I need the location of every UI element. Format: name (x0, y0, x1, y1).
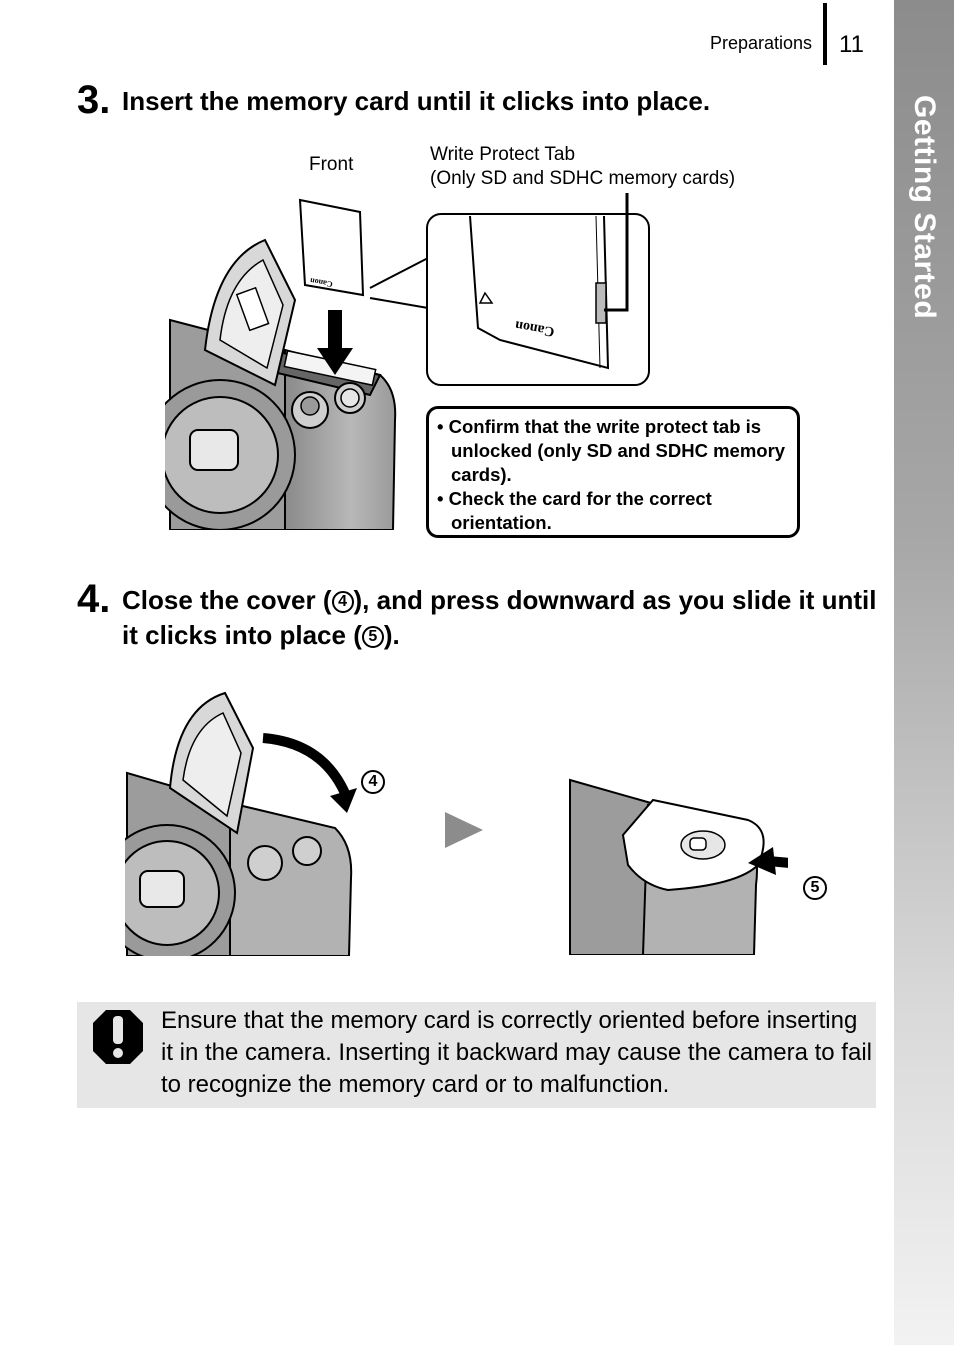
note-item: Check the card for the correct orientati… (437, 487, 791, 535)
step-4-marker-cover: 4 (331, 591, 354, 613)
step-4-slide-cover-illustration (569, 778, 788, 955)
step-3-card-brand: Canon (309, 276, 333, 289)
side-tab-label: Getting Started (908, 95, 941, 320)
step-4-title-part3: ). (383, 620, 400, 650)
write-protect-detail-illustration: Canon (369, 193, 650, 386)
step-4-close-cover-illustration (125, 691, 357, 956)
sequence-arrow-icon (445, 812, 483, 848)
write-protect-label: Write Protect Tab (Only SD and SDHC memo… (430, 143, 735, 191)
step-3-title: Insert the memory card until it clicks i… (122, 86, 711, 116)
step-3-notes-list: Confirm that the write protect tab is un… (437, 415, 791, 535)
step-4-title-part2: ), and press downward as you slide it un… (122, 585, 877, 650)
front-label: Front (309, 154, 354, 175)
step-3-number: 3. (77, 78, 111, 122)
step-4-marker-slide: 5 (361, 626, 384, 648)
header-section-title: Preparations (709, 33, 812, 53)
step-4-title: Close the cover (4), and press downward … (122, 583, 882, 653)
exclamation-icon (93, 1010, 143, 1064)
step-4-number: 4. (77, 577, 111, 621)
page-number: 11 (839, 31, 864, 58)
side-tab (894, 0, 954, 1345)
figure-marker-slide: 5 (803, 876, 827, 900)
caution-text: Ensure that the memory card is correctly… (161, 1007, 872, 1098)
write-protect-label-line2: (Only SD and SDHC memory cards) (430, 168, 736, 189)
header-divider (823, 3, 827, 65)
step-3-camera-illustration: Canon (165, 198, 397, 530)
note-item: Confirm that the write protect tab is un… (437, 415, 791, 487)
figure-marker-cover: 4 (361, 770, 385, 794)
step-4-title-part1: Close the cover ( (122, 585, 332, 615)
detail-card-brand: Canon (514, 317, 556, 339)
step-3-notes-box: Confirm that the write protect tab is un… (426, 406, 800, 538)
caution-box: Ensure that the memory card is correctly… (77, 1002, 876, 1108)
write-protect-label-line1: Write Protect Tab (430, 144, 576, 165)
